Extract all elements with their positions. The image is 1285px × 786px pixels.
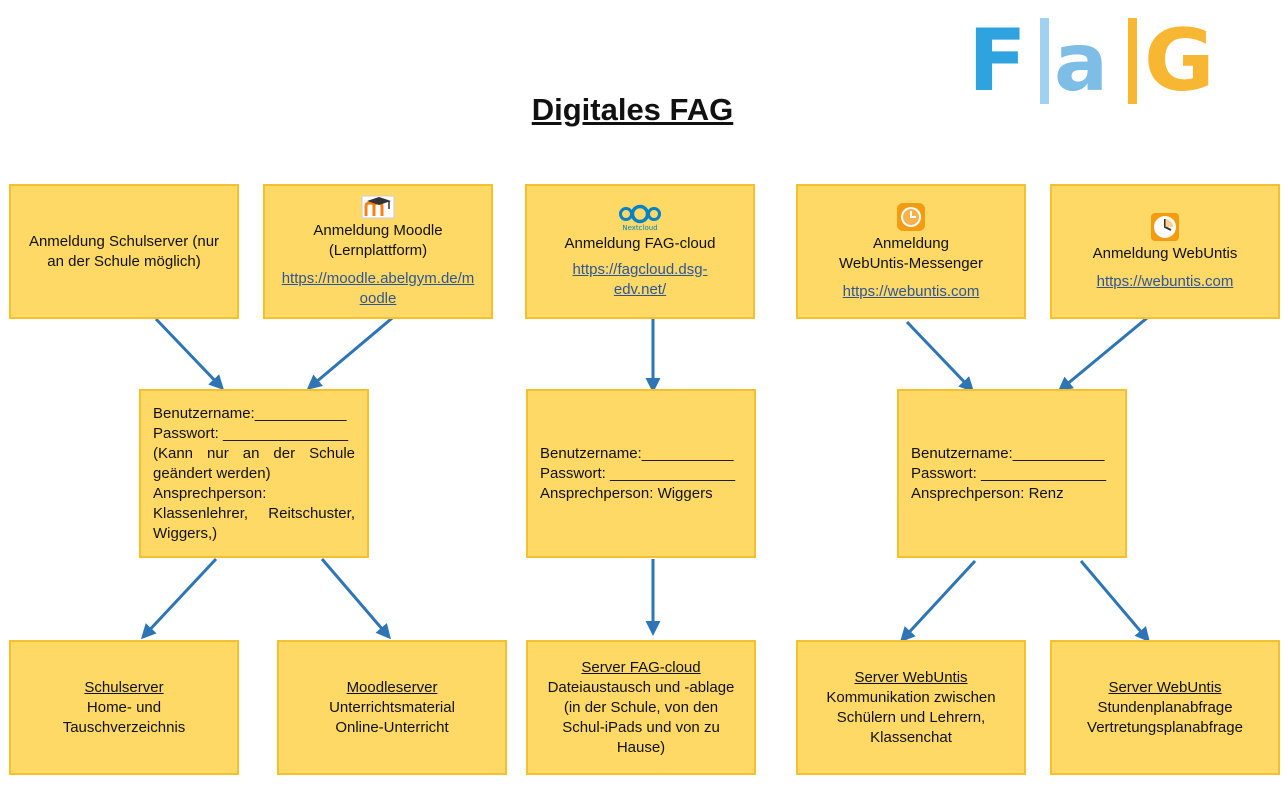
login-messenger-box: Anmeldung WebUntis-Messenger https://web… (796, 184, 1026, 319)
logo-letter-g: G (1144, 14, 1215, 106)
server-webuntis-komm-box: Server WebUntis Kommunikation zwischen S… (796, 640, 1026, 775)
server-line: Online-Unterricht (335, 718, 449, 736)
credentials-line: geändert werden) (153, 464, 271, 482)
webuntis-messenger-icon (897, 202, 925, 231)
webuntis-link[interactable]: https://webuntis.com (1097, 272, 1234, 292)
login-schulserver-line: Anmeldung Schulserver (nur (28, 232, 220, 250)
arrow-moodle-to-credentials (306, 312, 398, 390)
credentials-line: Passwort: _______________ (911, 464, 1107, 482)
nextcloud-icon-label: Nextcloud (622, 224, 657, 232)
credentials-line: Ansprechperson: Wiggers (540, 484, 713, 502)
server-line: Unterrichtsmaterial (329, 698, 455, 716)
login-webuntis-box: Anmeldung WebUntis https://webuntis.com (1050, 184, 1280, 319)
login-schulserver-box: Anmeldung Schulserver (nur an der Schule… (9, 184, 239, 319)
logo-letter-f: F (968, 14, 1027, 106)
arrow-messenger-to-credentials (905, 320, 975, 393)
credentials-line: Wiggers,) (153, 524, 218, 542)
server-line: Hause) (616, 738, 666, 756)
server-line: Schul-iPads und von zu (562, 718, 720, 736)
credentials-line: Benutzername:___________ (153, 404, 347, 422)
moodle-icon (361, 195, 395, 218)
fag-logo: F a G (968, 14, 1215, 106)
server-moodle-box: Moodleserver Unterrichtsmaterial Online-… (277, 640, 507, 775)
login-fagcloud-line: Anmeldung FAG-cloud (564, 234, 716, 252)
login-moodle-box: Anmeldung Moodle (Lernplattform) https:/… (263, 184, 493, 319)
page-title: Digitales FAG (531, 92, 734, 127)
webuntis-clock-icon (1151, 212, 1179, 241)
login-moodle-line: Anmeldung Moodle (313, 221, 443, 239)
messenger-link-part[interactable]: https://webuntis.com (842, 282, 980, 300)
moodle-link-part[interactable]: https://moodle.abelgym.de/m (281, 269, 475, 287)
server-line: Klassenchat (870, 728, 952, 746)
credentials-untis-box: Benutzername:___________ Passwort: _____… (897, 389, 1127, 558)
arrow-webuntis-to-credentials (1057, 316, 1148, 392)
arrow-schulserver-to-credentials (154, 317, 225, 391)
credentials-line: Passwort: _______________ (540, 464, 736, 482)
server-line: Schülern und Lehrern, (836, 708, 986, 726)
credentials-line: Benutzername:___________ (540, 444, 734, 462)
credentials-line: Ansprechperson: Renz (911, 484, 1064, 502)
messenger-link[interactable]: https://webuntis.com (843, 282, 980, 302)
login-messenger-line: Anmeldung (873, 234, 949, 252)
arrow-credentials-to-moodleserver (320, 558, 391, 640)
server-fagcloud-box: Server FAG-cloud Dateiaustausch und -abl… (526, 640, 756, 775)
server-line: Dateiaustausch und -ablage (547, 678, 735, 696)
server-line: Kommunikation zwischen (826, 688, 996, 706)
server-heading: Server WebUntis (1108, 678, 1222, 696)
credentials-schule-box: Benutzername:___________ Passwort: _____… (139, 389, 369, 558)
server-schulserver-box: Schulserver Home- und Tauschverzeichnis (9, 640, 239, 775)
nextcloud-icon: Nextcloud (619, 204, 661, 232)
login-schulserver-line: an der Schule möglich) (47, 252, 201, 270)
moodle-link-part[interactable]: oodle (359, 289, 397, 307)
arrow-credentials-to-webuntis-komm (899, 559, 977, 643)
credentials-line: (Kann nur an der Schule (153, 444, 355, 462)
credentials-line: Ansprechperson: (153, 484, 267, 502)
webuntis-link-part[interactable]: https://webuntis.com (1096, 272, 1234, 290)
logo-letter-a: a (1054, 16, 1108, 106)
moodle-link[interactable]: https://moodle.abelgym.de/m oodle (282, 269, 475, 309)
credentials-line: Passwort: _______________ (153, 424, 349, 442)
server-line: Home- und (86, 698, 162, 716)
login-fagcloud-box: Nextcloud Anmeldung FAG-cloud https://fa… (525, 184, 755, 319)
server-heading: Server WebUntis (854, 668, 968, 686)
server-line: Tauschverzeichnis (62, 718, 186, 736)
server-heading: Moodleserver (346, 678, 438, 696)
login-messenger-line: WebUntis-Messenger (839, 254, 983, 272)
login-webuntis-line: Anmeldung WebUntis (1092, 244, 1238, 262)
credentials-line: Klassenlehrer, Reitschuster, (153, 504, 355, 522)
login-moodle-line: (Lernplattform) (328, 241, 428, 259)
fagcloud-link-part[interactable]: edv.net/ (613, 280, 667, 298)
fagcloud-link[interactable]: https://fagcloud.dsg- edv.net/ (572, 260, 707, 300)
server-line: Vertretungsplanabfrage (1087, 718, 1243, 736)
server-webuntis-plan-box: Server WebUntis Stundenplanabfrage Vertr… (1050, 640, 1280, 775)
arrow-credentials-to-webuntis-plan (1079, 560, 1150, 643)
server-line: Stundenplanabfrage (1097, 698, 1233, 716)
server-heading: Server FAG-cloud (581, 658, 701, 676)
server-line: (in der Schule, von den (563, 698, 719, 716)
credentials-cloud-box: Benutzername:___________ Passwort: _____… (526, 389, 756, 558)
server-heading: Schulserver (84, 678, 164, 696)
credentials-line: Benutzername:___________ (911, 444, 1105, 462)
fagcloud-link-part[interactable]: https://fagcloud.dsg- (572, 260, 708, 278)
arrow-credentials-to-schulserver (140, 557, 218, 640)
